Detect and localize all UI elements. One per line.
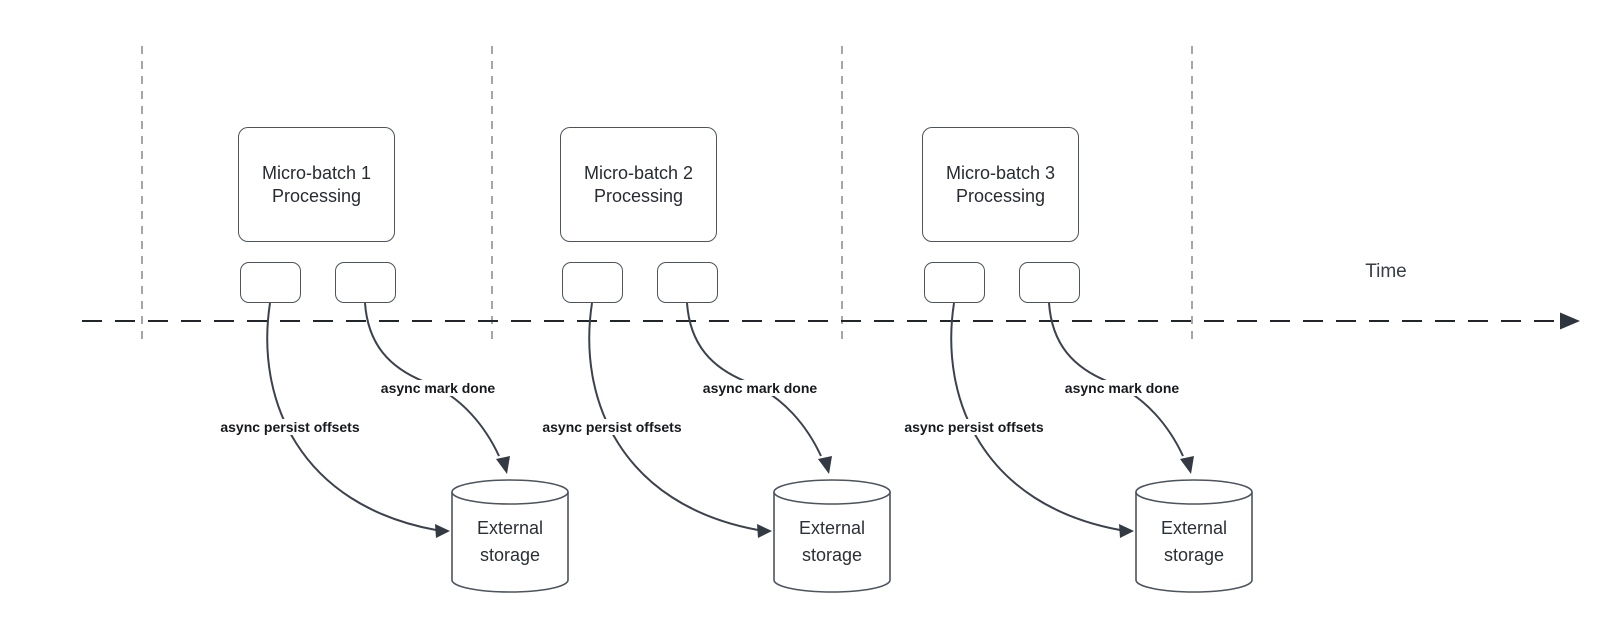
mark-done-arrow — [1048, 302, 1184, 457]
database-cylinder-top-icon — [1135, 479, 1253, 505]
time-axis-arrowhead-icon — [1560, 312, 1580, 330]
lane-3-shapes — [950, 302, 1253, 593]
lane-divider-lines — [141, 46, 1193, 341]
database-cylinder-icon — [1135, 492, 1253, 593]
persist-offsets-arrowhead-icon — [757, 524, 772, 538]
time-axis-arrow — [82, 312, 1580, 330]
database-cylinder-top-icon — [773, 479, 891, 505]
lane-1-shapes — [266, 302, 569, 593]
database-cylinder-icon — [773, 492, 891, 593]
mark-done-arrowhead-icon — [1180, 456, 1194, 474]
mark-done-arrow — [686, 302, 822, 457]
persist-offsets-arrow — [950, 302, 1121, 531]
persist-offsets-arrowhead-icon — [1119, 524, 1134, 538]
time-axis-label: Time — [1365, 261, 1407, 282]
persist-offsets-arrow — [588, 302, 759, 531]
lane-2-shapes — [588, 302, 891, 593]
persist-offsets-arrow — [266, 302, 437, 531]
database-cylinder-top-icon — [451, 479, 569, 505]
database-cylinder-icon — [451, 492, 569, 593]
mark-done-arrowhead-icon — [818, 456, 832, 474]
persist-offsets-arrowhead-icon — [435, 524, 450, 538]
mark-done-arrow — [364, 302, 500, 457]
mark-done-arrowhead-icon — [496, 456, 510, 474]
